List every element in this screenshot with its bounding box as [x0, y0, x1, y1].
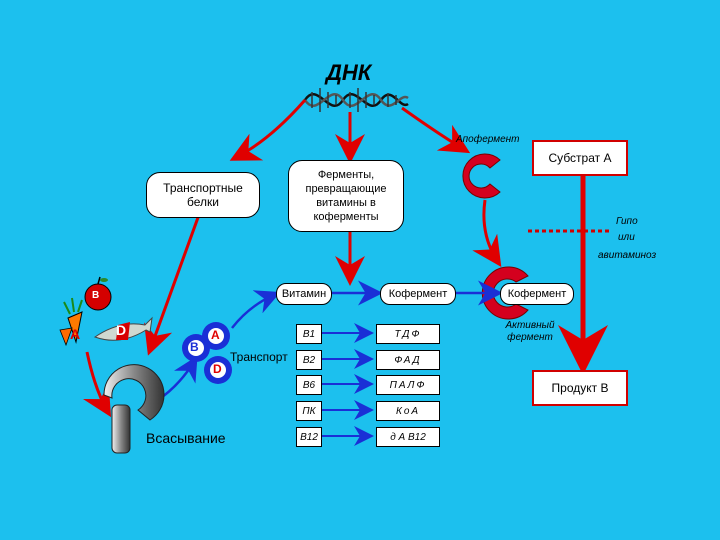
vitamin-b2-box: В2	[296, 350, 322, 370]
transport-label: Транспорт	[230, 350, 288, 364]
coenzyme-koa-box: КоА	[376, 401, 440, 421]
coenzyme-tdf-box: ТДФ	[376, 324, 440, 344]
coenzyme-palf-box: ПАЛФ	[376, 375, 440, 395]
absorption-label: Всасывание	[146, 430, 226, 446]
coenzyme-fad-box: ФАД	[376, 350, 440, 370]
pepper-icon	[59, 327, 73, 347]
product-box: Продукт В	[532, 370, 628, 406]
coenzyme-active-pill: Кофермент	[500, 283, 574, 305]
dna-helix-icon	[303, 88, 409, 112]
coenzyme-pill: Кофермент	[380, 283, 456, 305]
vitamin-a-food-letter: А	[70, 326, 81, 342]
apple-icon	[84, 276, 112, 311]
avitaminosis-label: авитаминоз	[598, 250, 657, 261]
enzymes-box: Ферменты, превращающие витамины в коферм…	[288, 160, 404, 232]
carrier-protein-d-icon	[204, 356, 232, 384]
carrot-icon	[63, 297, 83, 344]
substrate-box: Субстрат А	[532, 140, 628, 176]
hypo-label: Гипо	[616, 216, 638, 227]
active-enzyme-label: Активный фермент	[505, 320, 555, 343]
dna-title: ДНК	[326, 60, 372, 85]
transport-proteins-box: Транспортные белки	[146, 172, 260, 218]
vitamin-conversion-arrows	[322, 323, 374, 446]
dna-arrows	[82, 99, 502, 418]
carrier-a-letter: А	[211, 328, 220, 342]
vitamin-pill: Витамин	[276, 283, 332, 305]
vitamin-b6-box: В6	[296, 375, 322, 395]
carrier-d-letter: D	[213, 362, 222, 376]
vitamin-b12-box: В12	[296, 427, 322, 447]
absorption-receptor-icon	[103, 364, 165, 454]
vitamin-b1-box: В1	[296, 324, 322, 344]
vitamin-pk-box: ПК	[296, 401, 322, 421]
apoenzyme-shape-icon	[462, 153, 501, 199]
cheese-icon	[116, 322, 130, 340]
vitamin-b-food-letter: В	[92, 290, 100, 301]
or-label: или	[618, 232, 635, 243]
vitamin-d-food-letter: D	[116, 322, 127, 338]
coenzyme-dab12-box: д А В12	[376, 427, 440, 447]
apoenzyme-label: Апофермент	[456, 134, 520, 145]
carrier-b-letter: В	[190, 340, 199, 354]
carrier-protein-a-icon	[202, 322, 230, 350]
